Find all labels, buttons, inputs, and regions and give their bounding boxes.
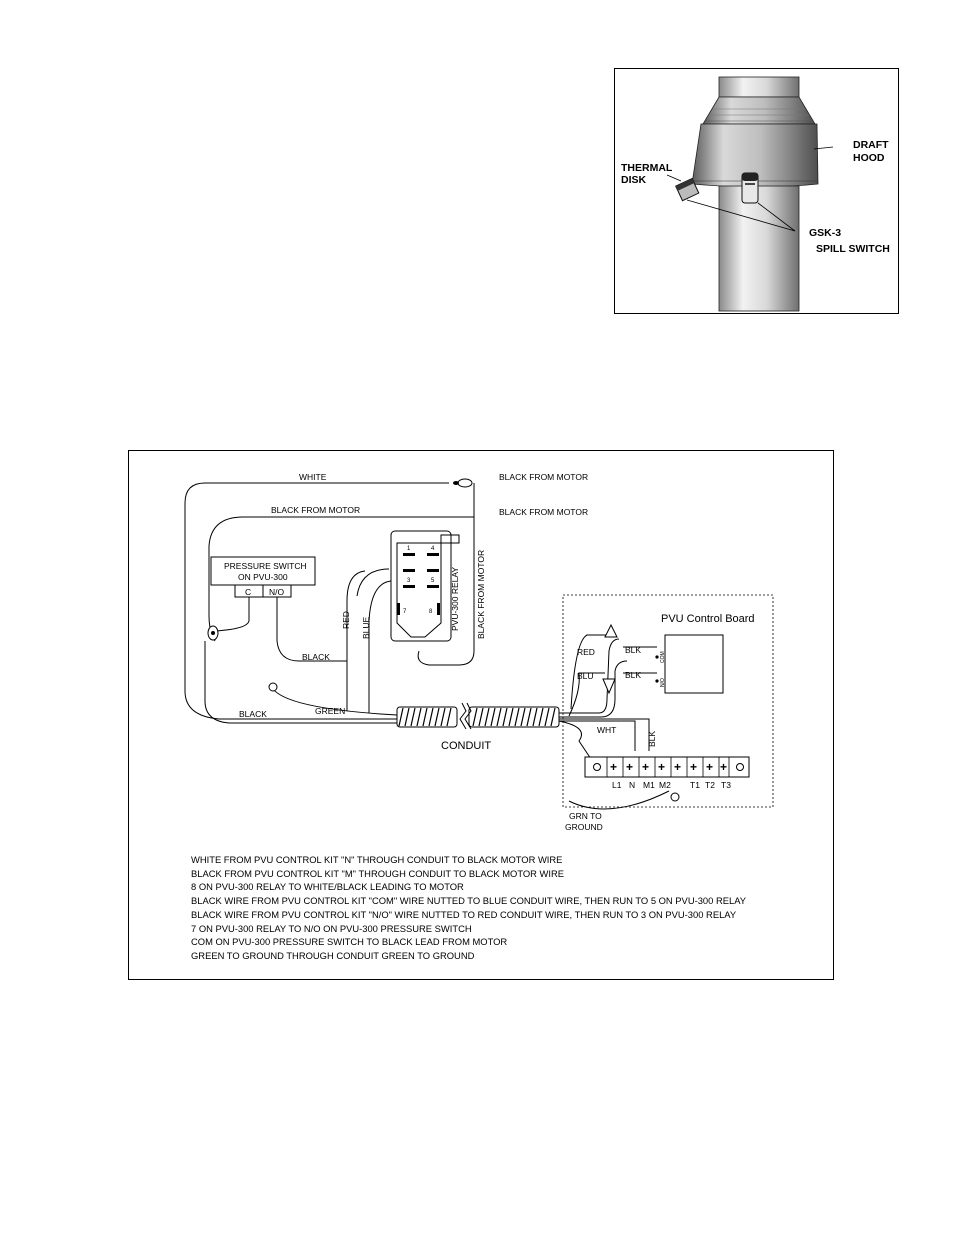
com-tiny-label: COM: [660, 651, 666, 663]
thermal-label-2: DISK: [621, 174, 647, 186]
note-item: GREEN TO GROUND THROUGH CONDUIT GREEN TO…: [191, 949, 475, 961]
note-item: WHITE FROM PVU CONTROL KIT "N" THROUGH C…: [191, 854, 563, 865]
green-ring-terminal: [268, 682, 278, 692]
red-vertical-label: RED: [341, 611, 351, 629]
blk-vertical-label: BLK: [647, 731, 657, 747]
note-item: BLACK WIRE FROM PVU CONTROL KIT "N/O" WI…: [191, 908, 737, 920]
relay-label: PVU-300 RELAY: [450, 567, 460, 631]
wire-black-vertical: [417, 517, 475, 666]
relay-pin-4: 4: [431, 546, 435, 552]
black-lower-label: BLACK: [302, 652, 330, 662]
wiring-drawing: PRESSURE SWITCH ON PVU-300 C N/O 1 4 3 5…: [184, 472, 774, 832]
pressure-switch: [210, 556, 316, 586]
leader-draft-hood: [813, 146, 834, 150]
leader-spill-1: [686, 199, 796, 232]
terminal-t1: T1: [690, 780, 700, 790]
svg-text:+: +: [706, 760, 713, 774]
svg-text:+: +: [674, 760, 681, 774]
blk-board-label-1: BLK: [625, 645, 641, 655]
terminal-t3: T3: [721, 780, 731, 790]
thermal-label-1: THERMAL: [621, 162, 673, 174]
grn-ground-label-1: GRN TO: [569, 811, 602, 821]
hood-cone: [702, 96, 816, 125]
black-from-motor-vertical: BLACK FROM MOTOR: [476, 550, 486, 639]
note-item: 7 ON PVU-300 RELAY TO N/O ON PVU-300 PRE…: [191, 922, 472, 934]
svg-text:+: +: [610, 760, 617, 774]
conduit-label: CONDUIT: [441, 740, 491, 752]
top-wire-nut: [453, 478, 473, 488]
black-from-motor-right-1: BLACK FROM MOTOR: [499, 472, 588, 482]
wiring-notes: WHITE FROM PVU CONTROL KIT "N" THROUGH C…: [191, 853, 746, 963]
draft-hood-figure: DRAFT HOOD THERMAL DISK GSK-3 SPILL SWIT…: [614, 68, 899, 314]
terminal-m1: M1: [643, 780, 655, 790]
note-item: COM ON PVU-300 PRESSURE SWITCH TO BLACK …: [191, 936, 508, 948]
relay-pin-1: 1: [407, 546, 411, 552]
svg-text:+: +: [642, 760, 649, 774]
control-board-area: [562, 594, 774, 808]
board-wire-nut-blu: [602, 678, 616, 695]
hood-collar: [718, 76, 800, 98]
wire-white: [184, 482, 449, 720]
leader-thermal: [666, 174, 682, 182]
green-label: GREEN: [315, 706, 345, 716]
white-label: WHITE: [299, 472, 327, 482]
board-wire-nut-red: [604, 623, 618, 638]
draft-label-2: HOOD: [853, 152, 885, 164]
draft-label-1: DRAFT: [853, 139, 889, 151]
leader-spill-2: [757, 202, 796, 232]
relay-pin-8: 8: [429, 609, 433, 615]
wht-label: WHT: [597, 725, 616, 735]
note-item: BLACK WIRE FROM PVU CONTROL KIT "COM" WI…: [191, 895, 746, 907]
spill-label-2: SPILL SWITCH: [816, 243, 890, 255]
conduit: [396, 702, 560, 730]
terminal-t2: T2: [705, 780, 715, 790]
black-from-motor-right-2: BLACK FROM MOTOR: [499, 507, 588, 517]
wire-green: [272, 688, 398, 716]
note-item: BLACK FROM PVU CONTROL KIT "M" THROUGH C…: [191, 867, 565, 879]
control-board-module: [664, 634, 724, 694]
pressure-switch-no: N/O: [269, 587, 285, 597]
blu-board-label: BLU: [577, 671, 594, 681]
svg-text:+: +: [658, 760, 665, 774]
thermal-disk: [675, 177, 700, 202]
black-from-motor-top: BLACK FROM MOTOR: [271, 505, 360, 515]
vent-pipe: [718, 185, 800, 312]
spill-label-1: GSK-3: [809, 227, 841, 239]
red-board-label: RED: [577, 647, 595, 657]
black-left-label: BLACK: [239, 709, 267, 719]
no-tiny-label: N/O: [660, 678, 666, 687]
relay-pin-7: 7: [403, 609, 407, 615]
pressure-switch-label-1: PRESSURE SWITCH: [224, 561, 307, 571]
svg-text:+: +: [626, 760, 633, 774]
wire-black-lower: [276, 596, 347, 662]
pressure-switch-c: C: [245, 587, 251, 597]
draft-hood-drawing: DRAFT HOOD THERMAL DISK GSK-3 SPILL SWIT…: [621, 76, 890, 312]
note-item: 8 ON PVU-300 RELAY TO WHITE/BLACK LEADIN…: [191, 881, 464, 893]
relay-pin-5: 5: [431, 578, 435, 584]
ground-ring-terminal: [670, 792, 680, 802]
control-board-title: PVU Control Board: [661, 613, 755, 625]
terminal-m2: M2: [659, 780, 671, 790]
pressure-switch-label-2: ON PVU-300: [238, 572, 288, 582]
wire-red-board: [570, 634, 607, 710]
svg-text:+: +: [720, 760, 727, 774]
wiring-diagram: PRESSURE SWITCH ON PVU-300 C N/O 1 4 3 5…: [128, 450, 834, 980]
terminal-l1: L1: [612, 780, 622, 790]
grn-ground-label-2: GROUND: [565, 822, 603, 832]
blk-board-label-2: BLK: [625, 670, 641, 680]
svg-text:+: +: [690, 760, 697, 774]
left-wire-nut: [207, 625, 219, 641]
relay-pin-3: 3: [407, 578, 411, 584]
terminal-strip: + + + + + + + +: [584, 756, 750, 778]
blue-vertical-label: BLUE: [361, 616, 371, 639]
wire-grn-to-ground: [568, 790, 670, 810]
terminal-n: N: [629, 780, 635, 790]
